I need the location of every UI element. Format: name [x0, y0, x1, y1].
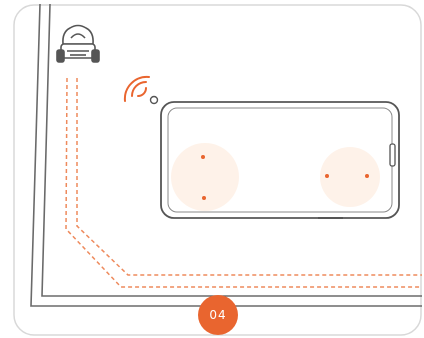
- touch-zone-left: [171, 143, 239, 211]
- diagram-card: 04: [13, 4, 422, 336]
- step-number-badge: 04: [198, 295, 238, 335]
- touch-point: [202, 196, 206, 200]
- touch-point: [201, 155, 205, 159]
- touch-zone-right: [320, 147, 380, 207]
- touch-point: [365, 174, 369, 178]
- diagram-illustration: [13, 4, 422, 336]
- touch-point: [325, 174, 329, 178]
